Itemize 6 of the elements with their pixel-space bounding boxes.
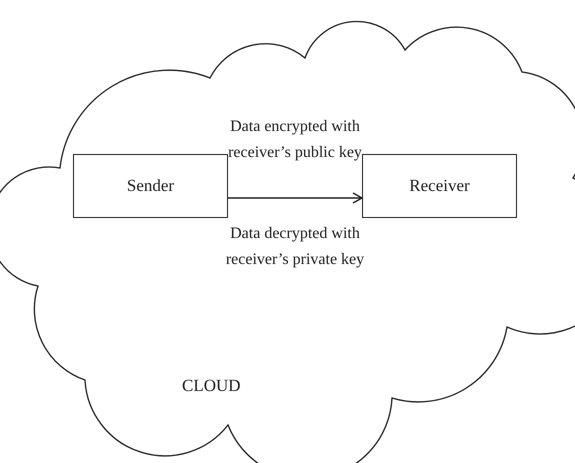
cloud-label: CLOUD <box>182 376 241 396</box>
edge-label: Data encrypted with receiver’s public key <box>227 117 363 163</box>
process-box: Receiver <box>362 154 517 218</box>
arrow <box>228 192 363 204</box>
process-box: Sender <box>73 154 228 218</box>
note-text: Data decrypted with receiver’s private key <box>224 224 366 270</box>
